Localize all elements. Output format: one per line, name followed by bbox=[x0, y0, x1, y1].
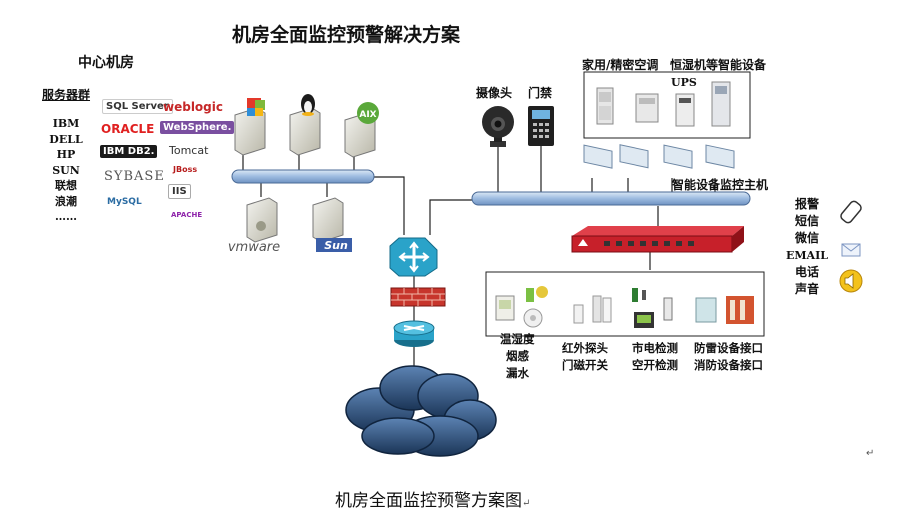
phone-icon bbox=[840, 200, 862, 224]
tomcat-logo: Tomcat bbox=[169, 144, 209, 157]
oracle-logo: ORACLE bbox=[101, 122, 155, 136]
monitoring-host-label: 智能设备监控主机 bbox=[672, 178, 769, 192]
aix-server-icon bbox=[344, 102, 379, 158]
windows-server-icon bbox=[234, 98, 266, 156]
alert-item: 短信 bbox=[794, 214, 819, 228]
aircon-icon bbox=[596, 87, 614, 125]
vendor-item: 浪潮 bbox=[55, 194, 77, 208]
humidifier-icon bbox=[711, 81, 731, 127]
vendor-item: IBM bbox=[52, 117, 80, 130]
websphere-logo: WebSphere. bbox=[160, 121, 235, 134]
figure-caption: 机房全面监控预警方案图↵ bbox=[335, 486, 530, 511]
firewall-icon bbox=[390, 287, 446, 307]
smart-equipment-box bbox=[583, 71, 751, 139]
sun-logo: Sun bbox=[324, 239, 348, 252]
page-title: 机房全面监控预警解决方案 bbox=[232, 24, 461, 46]
return-mark: ↵ bbox=[866, 448, 875, 459]
ups-label: UPS bbox=[671, 76, 697, 89]
iis-logo: IIS bbox=[168, 184, 191, 199]
precision-aircon-icon bbox=[635, 93, 659, 123]
sensor-label-infrared: 红外探头 门磁开关 bbox=[562, 340, 608, 374]
servers-header: 服务器群 bbox=[42, 88, 91, 102]
sensor-text: 空开检测 bbox=[632, 358, 678, 372]
alert-item: 电话 bbox=[794, 265, 819, 279]
vendor-item: HP bbox=[56, 148, 76, 161]
sensor-text: 消防设备接口 bbox=[694, 358, 763, 372]
alert-item: 报警 bbox=[794, 197, 819, 211]
infrared-sensor-icon bbox=[573, 295, 612, 324]
core-switch-icon bbox=[389, 237, 438, 277]
door-access-icon bbox=[528, 106, 554, 146]
sensors-box bbox=[485, 271, 765, 337]
sensor-label-power: 市电检测 空开检测 bbox=[632, 340, 678, 374]
vendor-item: SUN bbox=[52, 163, 80, 177]
lightning-fire-interface-icon bbox=[695, 296, 754, 324]
alert-item: EMAIL bbox=[786, 249, 828, 262]
aix-label: AIX bbox=[359, 110, 376, 120]
vendor-item: 联想 bbox=[55, 179, 77, 192]
alert-item: 微信 bbox=[794, 231, 819, 245]
humidifier-label: 恒湿机等智能设备 bbox=[670, 58, 767, 72]
sensor-label-lightning: 防雷设备接口 消防设备接口 bbox=[694, 340, 763, 374]
caption-text: 机房全面监控预警方案图 bbox=[335, 491, 522, 511]
temp-humidity-sensor-icon bbox=[495, 286, 548, 328]
alert-item: 声音 bbox=[794, 282, 819, 296]
sensor-text: 门磁开关 bbox=[562, 358, 608, 372]
power-detector-icon bbox=[632, 288, 673, 328]
email-icon bbox=[841, 243, 861, 257]
server-vendor-list: IBM DELL HP SUN 联想 浪潮 …… bbox=[42, 116, 90, 225]
sensor-text: 市电检测 bbox=[632, 341, 678, 355]
return-mark: ↵ bbox=[522, 498, 531, 509]
vmware-logo: vmware bbox=[228, 240, 280, 255]
monitoring-network-bus bbox=[471, 191, 751, 206]
sybase-logo: SYBASE bbox=[104, 169, 165, 184]
sensor-text: 红外探头 bbox=[562, 341, 608, 355]
mysql-logo: MySQL bbox=[107, 197, 142, 207]
apache-logo: APACHE bbox=[171, 211, 203, 219]
vendor-item: DELL bbox=[49, 132, 83, 146]
router-icon bbox=[393, 320, 435, 347]
internet-cloud-icon bbox=[345, 365, 497, 457]
monitoring-host-icon bbox=[571, 226, 744, 253]
center-network-bus bbox=[231, 169, 375, 184]
sqlserver-logo: SQL Server bbox=[102, 99, 173, 114]
aircon-label: 家用/精密空调 bbox=[582, 58, 659, 72]
ups-icon bbox=[675, 93, 695, 127]
linux-server-icon bbox=[289, 94, 321, 156]
sun-server-icon bbox=[312, 197, 352, 252]
door-access-label: 门禁 bbox=[528, 86, 553, 100]
vmware-server-icon bbox=[246, 197, 278, 243]
sensor-text: 烟感 bbox=[506, 349, 529, 363]
speaker-icon bbox=[839, 269, 863, 293]
sensor-label-temp: 温湿度 烟感 漏水 bbox=[500, 331, 535, 382]
center-room-title: 中心机房 bbox=[78, 55, 134, 71]
vendor-item: …… bbox=[55, 210, 77, 223]
camera-label: 摄像头 bbox=[476, 86, 513, 100]
sensor-text: 漏水 bbox=[506, 366, 529, 380]
converter-module-icon bbox=[583, 144, 735, 169]
weblogic-logo: weblogic bbox=[163, 100, 223, 114]
jboss-logo: JBoss bbox=[173, 165, 198, 174]
alert-methods-list: 报警 短信 微信 EMAIL 电话 声音 bbox=[782, 196, 832, 298]
sensor-text: 防雷设备接口 bbox=[694, 341, 763, 355]
camera-icon bbox=[482, 106, 514, 147]
ibm-db2-logo: IBM DB2. bbox=[100, 145, 158, 158]
sensor-text: 温湿度 bbox=[500, 332, 535, 346]
